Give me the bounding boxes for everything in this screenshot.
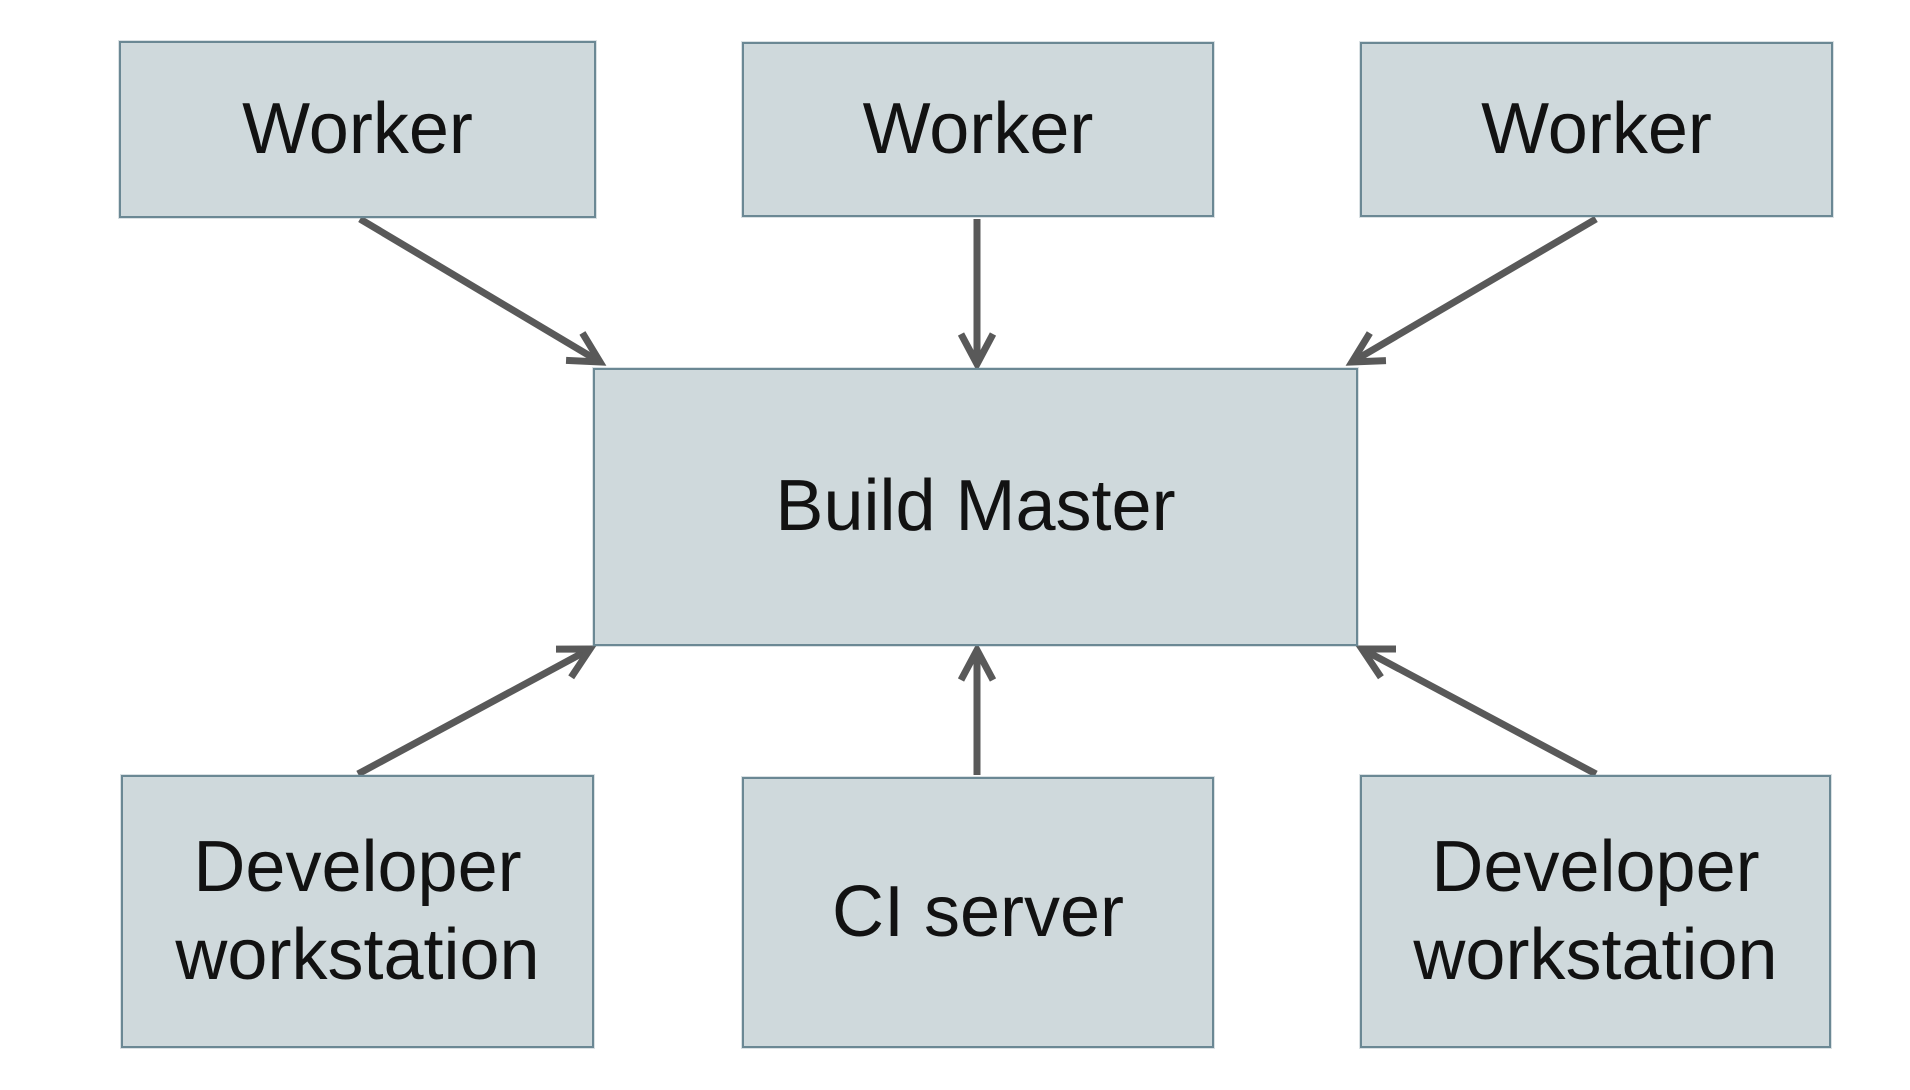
- node-developer-workstation-right: Developer workstation: [1360, 775, 1831, 1048]
- node-ci-server: CI server: [742, 777, 1214, 1048]
- node-developer-workstation-right-label: Developer workstation: [1413, 826, 1778, 995]
- node-developer-workstation-left: Developer workstation: [121, 775, 594, 1048]
- edge-dev-right-to-build-master: [1355, 645, 1598, 778]
- edge-worker-1-to-build-master: [358, 215, 607, 366]
- node-worker-2: Worker: [742, 42, 1214, 217]
- node-ci-server-label: CI server: [831, 871, 1125, 952]
- node-developer-workstation-left-label: Developer workstation: [175, 826, 540, 995]
- node-worker-1: Worker: [119, 41, 596, 218]
- node-worker-3-label: Worker: [1481, 88, 1712, 169]
- node-build-master-label: Build Master: [775, 466, 1176, 547]
- edge-worker-3-to-build-master: [1345, 215, 1598, 366]
- node-worker-1-label: Worker: [242, 88, 473, 169]
- node-worker-3: Worker: [1360, 42, 1833, 217]
- node-build-master: Build Master: [593, 368, 1358, 646]
- edge-dev-left-to-build-master: [356, 645, 597, 778]
- node-worker-2-label: Worker: [862, 88, 1094, 169]
